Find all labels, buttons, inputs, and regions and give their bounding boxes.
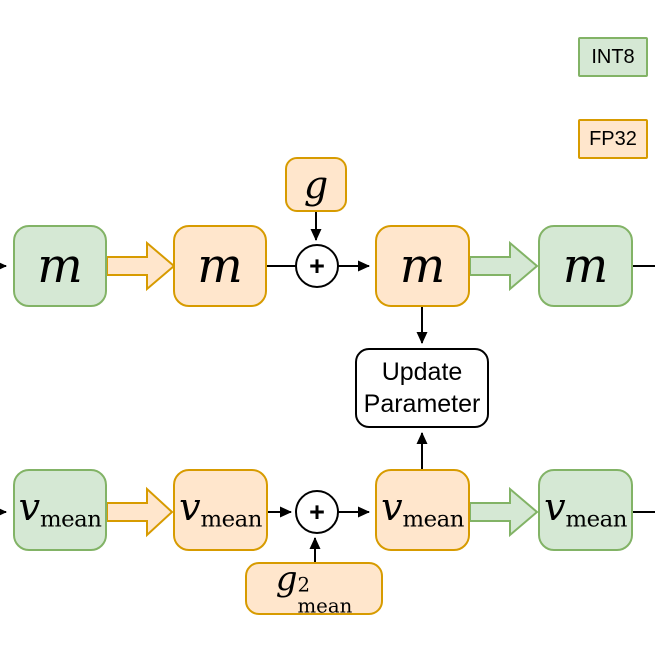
plus-glyph: + [309,250,325,281]
box-label: m [197,238,243,294]
v-subscript: mean [40,506,102,533]
v-symbol: v [18,485,41,530]
plus-circle-bottom [295,490,339,534]
update-parameter-box: Update Parameter [355,348,489,428]
box-m-fp32-out: m [375,225,470,307]
v-symbol: v [381,485,403,530]
update-line2: Parameter [363,390,481,418]
box-m-fp32-in: m [173,225,267,307]
legend-int8-label: INT8 [591,45,635,68]
box-v-fp32-in: vmean [173,469,268,551]
box-v-int8-prev: vmean [13,469,107,551]
box-label: vmean [19,488,102,531]
v-symbol: v [544,485,566,530]
v-subscript: mean [565,506,628,533]
plus-sign-top: + [296,245,338,287]
box-label: vmean [544,488,627,531]
plus-sign-bottom: + [296,491,338,533]
block-arrow-fp32-top [106,240,176,292]
block-arrow-int8-bottom [469,486,539,538]
v-subscript: mean [200,506,263,533]
box-v-int8-next: vmean [538,469,633,551]
box-g-gradient: g [285,157,347,212]
g-symbol: g [275,558,298,599]
box-m-int8-next: m [538,225,633,307]
box-label: vmean [179,488,262,531]
block-arrow-int8-top [469,240,539,292]
box-label: m [37,238,83,294]
update-line1: Update [381,357,463,386]
box-label: m [399,238,446,294]
legend-int8: INT8 [578,37,648,77]
plus-circle-top [295,244,339,288]
legend-fp32: FP32 [578,119,648,159]
v-subscript: mean [402,506,465,533]
box-v-fp32-out: vmean [375,469,470,551]
box-label: vmean [381,488,464,531]
box-label: m [562,238,609,294]
box-label: g [303,162,329,207]
g-superscript: 2 [297,573,311,597]
plus-glyph: + [309,496,325,527]
box-m-int8-prev: m [13,225,107,307]
block-arrow-fp32-bottom [106,486,174,538]
v-symbol: v [179,485,201,530]
g-subscript: mean [297,594,353,618]
legend-fp32-label: FP32 [589,127,637,150]
